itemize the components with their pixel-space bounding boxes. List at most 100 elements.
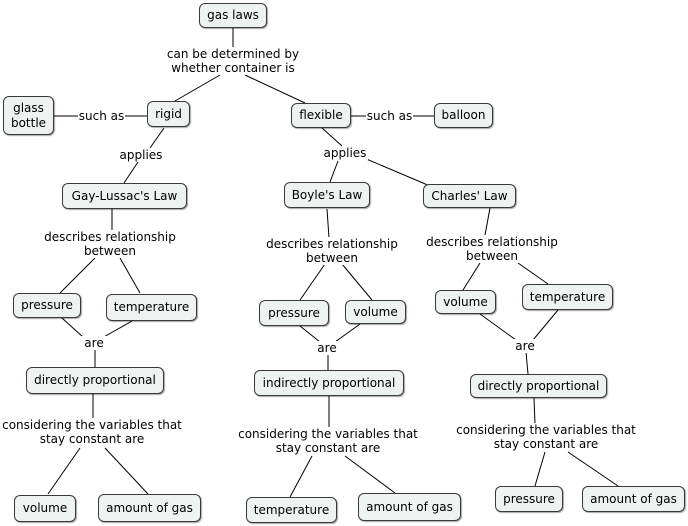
connector-line (334, 323, 361, 343)
concept-label: pressure (21, 298, 73, 312)
connector-line (344, 455, 396, 494)
connector-line (244, 74, 306, 104)
link-are-b: are (314, 341, 340, 355)
link-line: applies (323, 146, 367, 160)
concept-b-volume[interactable]: volume (345, 300, 406, 324)
connector-line (321, 127, 343, 147)
connector-line (525, 351, 529, 375)
concept-label: volume (443, 294, 488, 309)
link-line: between (466, 249, 518, 263)
connector-line (479, 313, 517, 341)
concept-gl-temperature[interactable]: temperature (106, 294, 197, 321)
concept-charles-law[interactable]: Charles' Law (423, 184, 516, 208)
concept-gl-amount-of-gas[interactable]: amount of gas (98, 494, 201, 522)
link-line: such as (78, 109, 125, 123)
concept-c-amount-of-gas[interactable]: amount of gas (582, 486, 685, 512)
connector-line (123, 161, 139, 184)
connector-line (119, 257, 141, 294)
concept-label: amount of gas (366, 499, 453, 514)
concept-c-pressure[interactable]: pressure (495, 486, 563, 512)
link-line: describes relationship (426, 235, 558, 249)
concept-flexible[interactable]: flexible (291, 103, 351, 128)
concept-c-temperature[interactable]: temperature (522, 284, 613, 310)
concept-label: glass (13, 100, 44, 115)
link-line: applies (119, 148, 163, 162)
link-applies-right: applies (322, 146, 368, 160)
concept-boyles-law[interactable]: Boyle's Law (284, 182, 370, 208)
concept-gay-lussacs-law[interactable]: Gay-Lussac's Law (62, 183, 187, 209)
link-are-gl: are (81, 336, 107, 350)
link-such-as-right: such as (366, 109, 413, 123)
connector-line (174, 74, 221, 102)
link-line: describes relationship (266, 237, 398, 251)
concept-label: directly proportional (477, 378, 600, 393)
link-line: are (515, 339, 535, 353)
concept-label: volume (353, 304, 398, 319)
concept-gl-pressure[interactable]: pressure (13, 293, 81, 318)
link-line: stay constant are (39, 432, 145, 446)
concept-label: Charles' Law (431, 188, 508, 203)
connector-line (59, 257, 96, 294)
concept-c-volume[interactable]: volume (435, 290, 496, 314)
concept-label: rigid (155, 106, 182, 121)
concept-label: amount of gas (106, 500, 193, 515)
link-line: such as (366, 109, 413, 123)
connector-line (517, 262, 549, 285)
concept-label: temperature (253, 502, 330, 517)
concept-gl-volume[interactable]: volume (14, 495, 76, 522)
concept-b-amount-of-gas[interactable]: amount of gas (358, 493, 461, 521)
connector-line (484, 207, 491, 236)
concept-b-pressure[interactable]: pressure (259, 300, 329, 326)
concept-label: directly proportional (34, 373, 156, 387)
concept-label: Gay-Lussac's Law (71, 188, 178, 203)
concept-c-directly-proportional[interactable]: directly proportional (470, 374, 607, 398)
concept-label: temperature (529, 289, 606, 304)
connector-line (299, 263, 326, 301)
concept-label: amount of gas (590, 491, 677, 506)
concept-label: Boyle's Law (291, 187, 363, 202)
link-such-as-left: such as (78, 109, 125, 123)
connector-line (567, 451, 619, 487)
connector-line (532, 309, 559, 341)
concept-balloon[interactable]: balloon (434, 103, 493, 128)
link-line: considering the variables that (2, 418, 182, 432)
link-are-c: are (512, 339, 538, 353)
concept-label: indirectly proportional (262, 375, 396, 390)
connector-line (326, 208, 330, 239)
concept-gas-laws[interactable]: gas laws (199, 3, 267, 28)
connector-line (47, 447, 81, 495)
concept-rigid[interactable]: rigid (147, 101, 190, 127)
concept-label: gas laws (207, 8, 259, 22)
concept-b-temperature[interactable]: temperature (246, 497, 337, 523)
connector-line (363, 157, 431, 187)
concept-b-indirectly-proportional[interactable]: indirectly proportional (254, 370, 404, 396)
concept-label: pressure (503, 491, 555, 506)
connector-line (534, 451, 546, 487)
link-line: stay constant are (275, 441, 381, 455)
link-line: considering the variables that (238, 427, 418, 441)
connector-line (299, 325, 321, 343)
concept-label: volume (22, 501, 68, 515)
connector-line (329, 160, 339, 183)
concept-label: balloon (441, 108, 486, 122)
link-line: considering the variables that (456, 423, 636, 437)
concept-label: bottle (10, 115, 47, 130)
connector-line (341, 263, 373, 301)
concept-label: flexible (299, 108, 343, 122)
link-applies-left: applies (118, 148, 164, 162)
concept-gl-directly-proportional[interactable]: directly proportional (26, 367, 164, 394)
connector-line (104, 447, 149, 495)
concept-label: temperature (113, 300, 190, 314)
link-line: are (317, 341, 337, 355)
connector-line (101, 320, 133, 339)
link-line: can be determined by (166, 47, 300, 61)
connector-line (61, 317, 85, 339)
connector-line (462, 262, 481, 291)
